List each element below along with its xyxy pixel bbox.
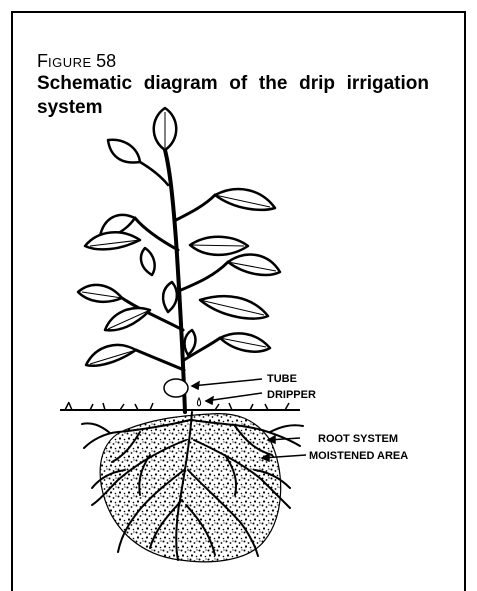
leaf [215,189,275,210]
leaf [108,140,140,163]
ground-line [60,402,300,410]
root-system-label: ROOT SYSTEM [318,433,398,445]
leaf [228,255,280,275]
leaf [78,285,122,302]
tube-label: TUBE [267,373,297,385]
plant-stem [122,150,228,412]
dripper-drop [198,398,201,406]
leaf [185,330,196,355]
moistened-area-label: MOISTENED AREA [309,450,408,462]
drip-irrigation-diagram: TUBE DRIPPER ROOT SYSTEM MOISTENED AREA [0,0,477,577]
dripper-label: DRIPPER [267,389,316,401]
leaf [200,296,268,318]
drip-tube [164,379,188,397]
leaf [163,282,177,312]
leaf [141,248,155,275]
